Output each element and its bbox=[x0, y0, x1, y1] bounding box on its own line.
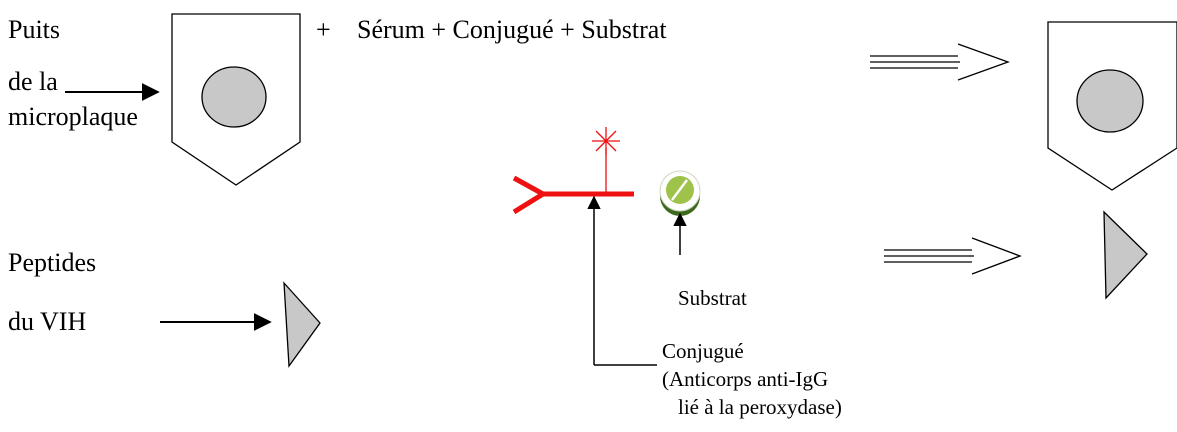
label-conjugue-detail-2: lié à la peroxydase) bbox=[678, 395, 842, 419]
label-conjugue-detail-1: (Anticorps anti-IgG bbox=[662, 367, 828, 391]
well-coating-circle-right bbox=[1076, 69, 1144, 133]
triple-arrow-top bbox=[870, 43, 1010, 81]
label-substrat: Substrat bbox=[678, 286, 747, 310]
label-du-vih: du VIH bbox=[8, 307, 86, 336]
hiv-peptide-triangle-right bbox=[1103, 210, 1148, 300]
label-microplaque: microplaque bbox=[8, 102, 138, 131]
peroxidase-star-icon bbox=[592, 127, 620, 155]
hiv-peptide-triangle-left bbox=[283, 281, 321, 368]
label-puits: Puits bbox=[8, 15, 60, 44]
label-de-la: de la bbox=[8, 67, 58, 96]
antibody-conjugate bbox=[512, 175, 634, 215]
triple-arrow-bottom bbox=[884, 237, 1022, 275]
label-peptides: Peptides bbox=[8, 248, 96, 277]
well-coating-circle-left bbox=[201, 66, 267, 128]
label-reagents: Sérum + Conjugué + Substrat bbox=[357, 15, 667, 44]
label-conjugue: Conjugué bbox=[662, 339, 744, 363]
plus-sign: + bbox=[316, 15, 331, 44]
substrate-disc-icon bbox=[659, 170, 701, 216]
